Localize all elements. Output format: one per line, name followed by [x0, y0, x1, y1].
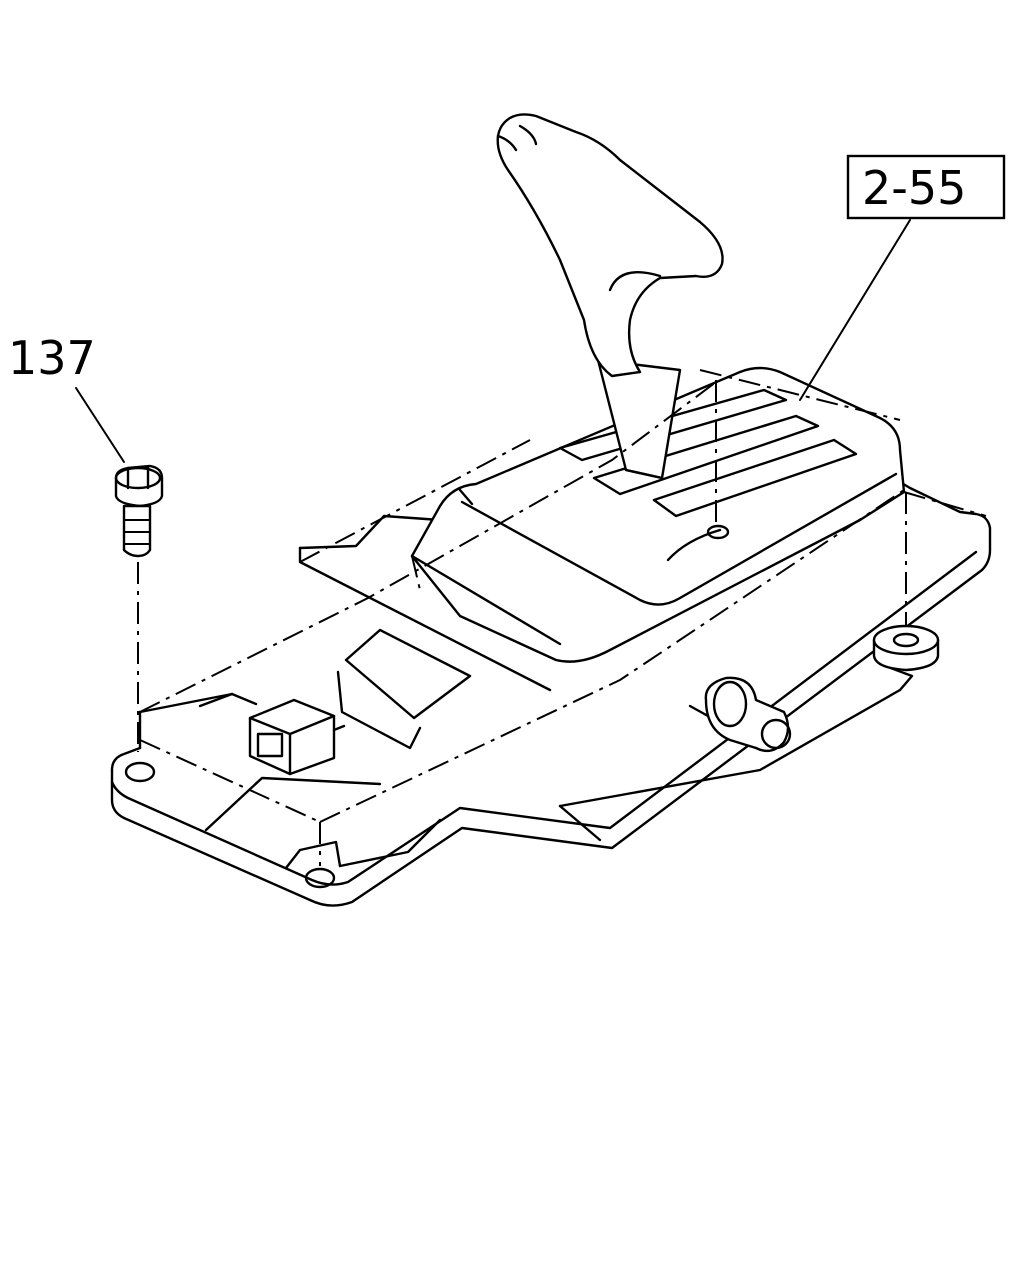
alignment-lines	[137, 369, 987, 866]
leader-137	[75, 387, 125, 463]
leader-2-55	[799, 219, 911, 401]
callout-2-55: 2-55	[862, 161, 966, 215]
shift-knob	[496, 113, 724, 378]
callout-137: 137	[8, 331, 96, 385]
callout-box-2-55	[846, 154, 1006, 220]
electrical-connector	[248, 698, 346, 776]
base-plate	[110, 468, 992, 907]
shift-gate-cover	[410, 366, 906, 663]
shift-lever	[596, 358, 682, 480]
mount-hole-rear-right	[872, 624, 940, 672]
mount-hole-front-center	[304, 867, 336, 889]
pivot-shaft	[688, 676, 792, 753]
mount-hole-front-left	[124, 761, 156, 783]
bolt-137	[114, 464, 164, 558]
